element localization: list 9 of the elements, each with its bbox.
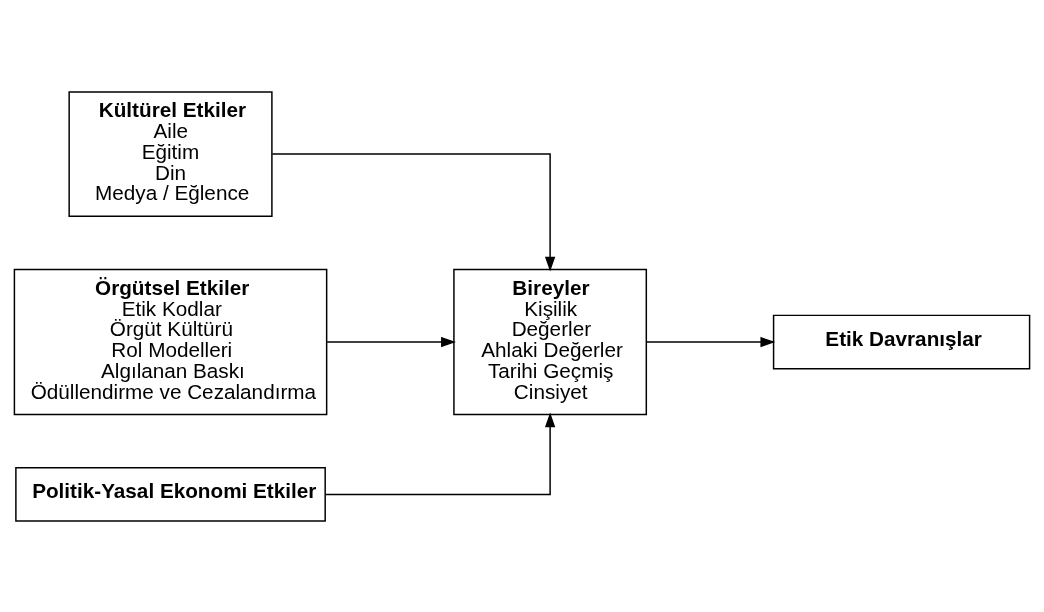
node-box: Kültürel Etkiler Aile Eğitim Din Medya / Eğlence	[68, 90, 273, 217]
arrow	[326, 336, 456, 347]
node-box: Bireyler Kişilik Değerler Ahlaki Değerler Tarihi Geçmiş Cinsiyet	[453, 268, 648, 415]
arrow	[324, 411, 556, 495]
node-box: Örgütsel Etkiler Etik Kodlar Örgüt Kültürü Rol Modelleri Algılanan Baskı Ödüllendirme ve Cezalandırma	[13, 268, 328, 415]
arrow	[271, 152, 556, 272]
arrow	[645, 336, 776, 347]
node-box: Politik-Yasal Ekonomi Etkiler	[15, 466, 326, 522]
node-box: Etik Davranışlar	[772, 314, 1031, 369]
